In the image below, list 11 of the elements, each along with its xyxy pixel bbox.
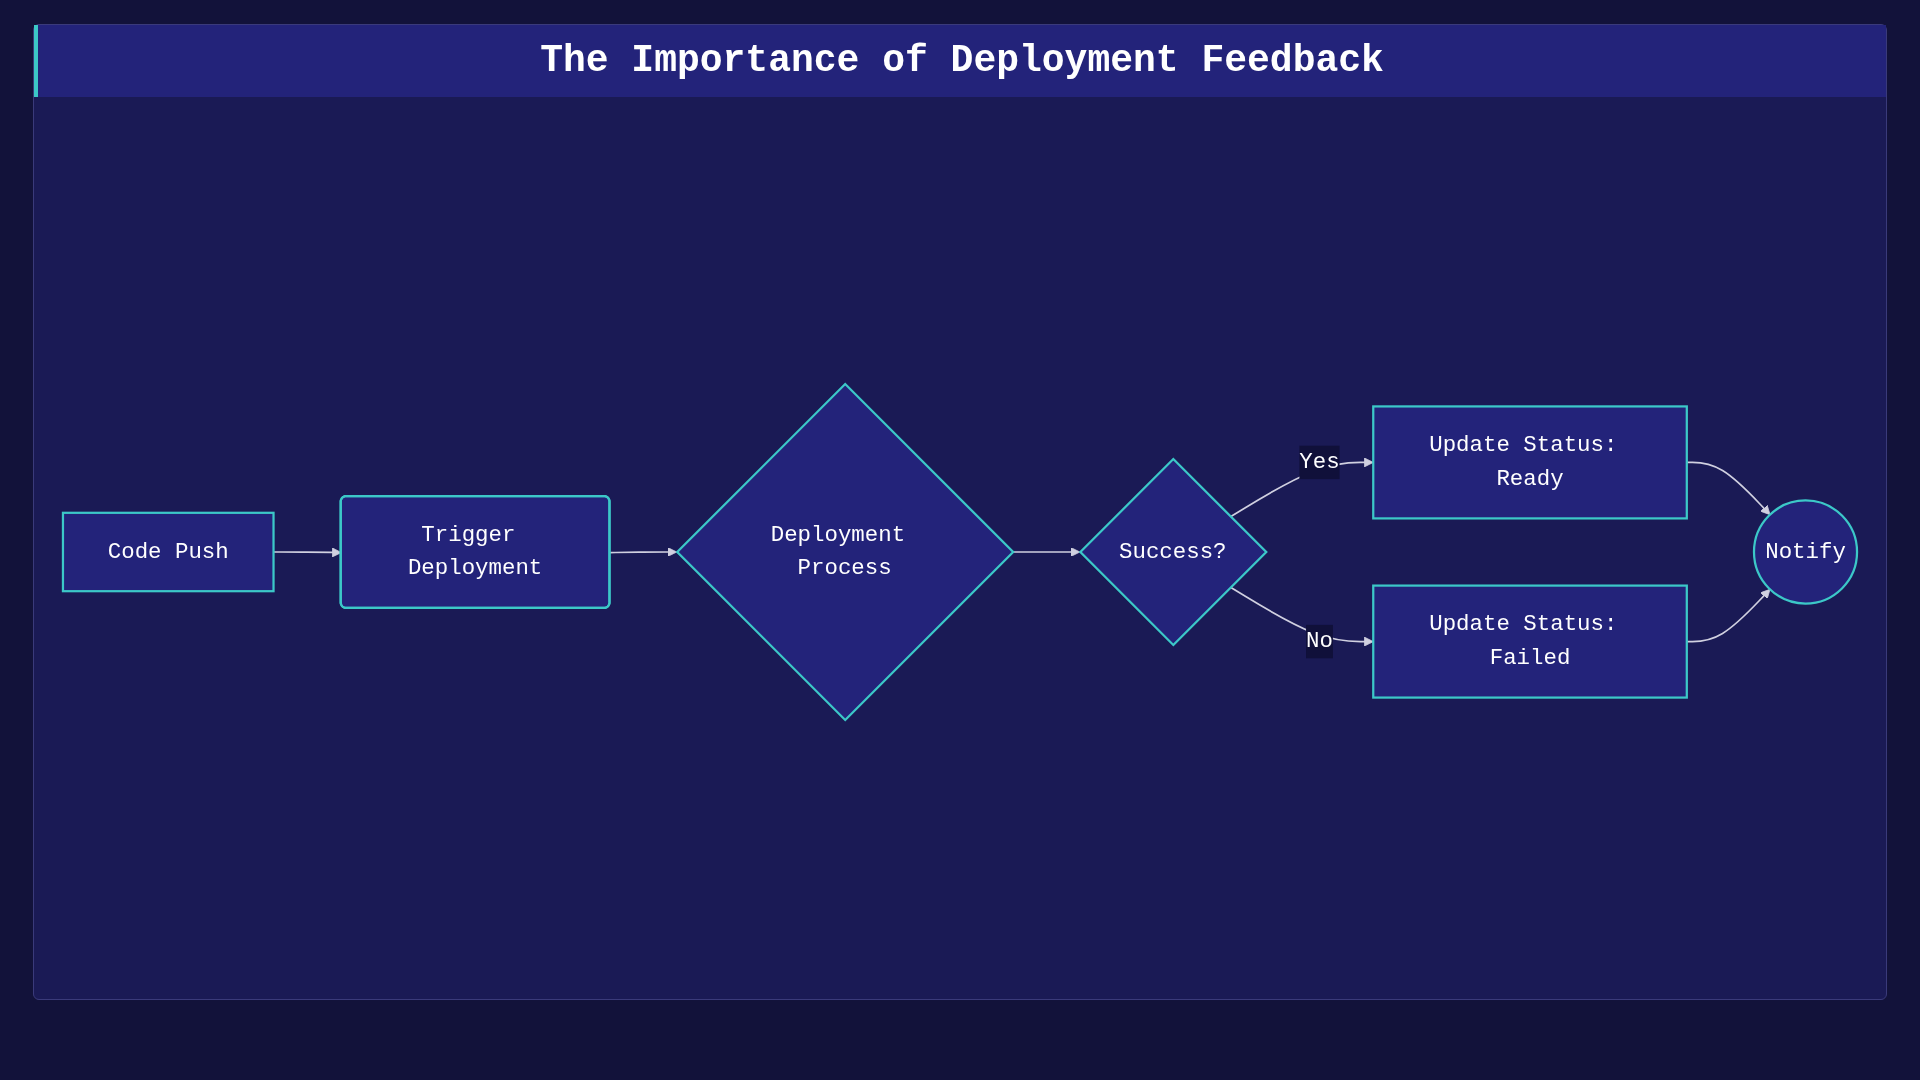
edge-label: No — [1306, 628, 1333, 654]
node-box: Code Push — [61, 511, 275, 593]
node-diamond: Success? — [1078, 457, 1268, 647]
node-box: Update Status: Failed — [1372, 584, 1688, 699]
arrow — [609, 547, 678, 557]
diagram-title: The Importance of Deployment Feedback — [34, 25, 1886, 97]
edge-label: Yes — [1299, 448, 1340, 475]
node-diamond: Deployment Process — [675, 382, 1015, 722]
node-circle: Notify — [1752, 499, 1859, 605]
node-box: Update Status: Ready — [1372, 405, 1688, 520]
arrow — [1011, 547, 1081, 557]
